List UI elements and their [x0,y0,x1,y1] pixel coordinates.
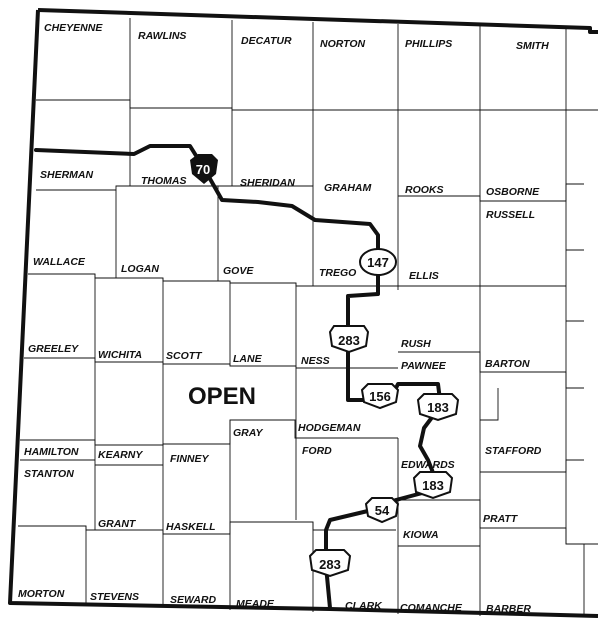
county-label: TREGO [319,267,356,279]
route-shield-183-south: 183 [412,471,454,500]
svg-text:283: 283 [319,557,341,572]
county-label: SHERIDAN [240,177,295,189]
state-west-border [8,9,599,618]
county-label: WALLACE [33,256,86,268]
county-label: STANTON [24,468,74,480]
county-label: CLARK [345,600,383,612]
county-label: WICHITA [98,349,142,361]
county-label: CHEYENNE [44,22,103,34]
county-label: RUSSELL [486,209,535,221]
county-label: NORTON [320,38,366,50]
county-label: KEARNY [98,449,143,461]
county-label: STAFFORD [485,445,542,457]
county-label: BARTON [485,358,530,370]
route-shield-283-south: 283 [308,549,352,578]
county-label: FORD [302,445,332,457]
svg-text:156: 156 [369,389,391,404]
county-label: COMANCHE [400,602,463,614]
county-labels: CHEYENNE RAWLINS DECATUR NORTON PHILLIPS… [18,22,549,615]
county-label: SEWARD [170,594,217,606]
svg-text:183: 183 [427,400,449,415]
county-label: EDWARDS [401,459,455,471]
county-label: DECATUR [241,35,292,47]
county-label: FINNEY [170,453,210,465]
svg-text:70: 70 [196,162,210,177]
county-label: GREELEY [28,343,79,355]
county-label: KIOWA [403,529,439,541]
route-183-line [324,410,438,610]
county-label: ELLIS [409,270,439,282]
county-label: SHERMAN [40,169,94,181]
county-label: RAWLINS [138,30,186,42]
county-label: LANE [233,353,263,365]
svg-text:54: 54 [375,503,390,518]
county-label: NESS [301,355,330,367]
county-label: HASKELL [166,521,216,533]
county-label: SCOTT [166,350,203,362]
highway-routes [34,144,442,610]
county-label: RUSH [401,338,431,350]
county-label: SMITH [516,40,549,52]
county-label: BARBER [486,603,531,615]
route-shield-156: 156 [360,383,400,410]
route-shield-147: 147 [359,248,397,276]
route-shield-283-north: 283 [328,325,370,354]
svg-text:283: 283 [338,333,360,348]
county-label: PAWNEE [401,360,447,372]
county-label: MORTON [18,588,65,600]
region-open-label: OPEN [188,383,256,410]
county-boundaries [18,18,598,616]
county-label: LOGAN [121,263,159,275]
county-label: PHILLIPS [405,38,452,50]
county-label: ROOKS [405,184,444,196]
county-label: HAMILTON [24,446,79,458]
county-label: HODGEMAN [298,422,361,434]
svg-text:183: 183 [422,478,444,493]
county-label: STEVENS [90,591,139,603]
county-label: THOMAS [141,175,187,187]
county-label: PRATT [483,513,519,525]
county-label: GRAY [233,427,264,439]
route-shield-54: 54 [364,497,400,524]
county-label: GRAHAM [324,182,371,194]
county-label: GRANT [98,518,137,530]
county-label: MEADE [236,598,275,610]
county-label: OSBORNE [486,186,540,198]
route-shield-183-north: 183 [416,393,460,422]
svg-text:147: 147 [367,255,389,270]
state-border [37,8,598,34]
route-shield-70: 70 [190,154,218,184]
county-label: GOVE [223,265,254,277]
